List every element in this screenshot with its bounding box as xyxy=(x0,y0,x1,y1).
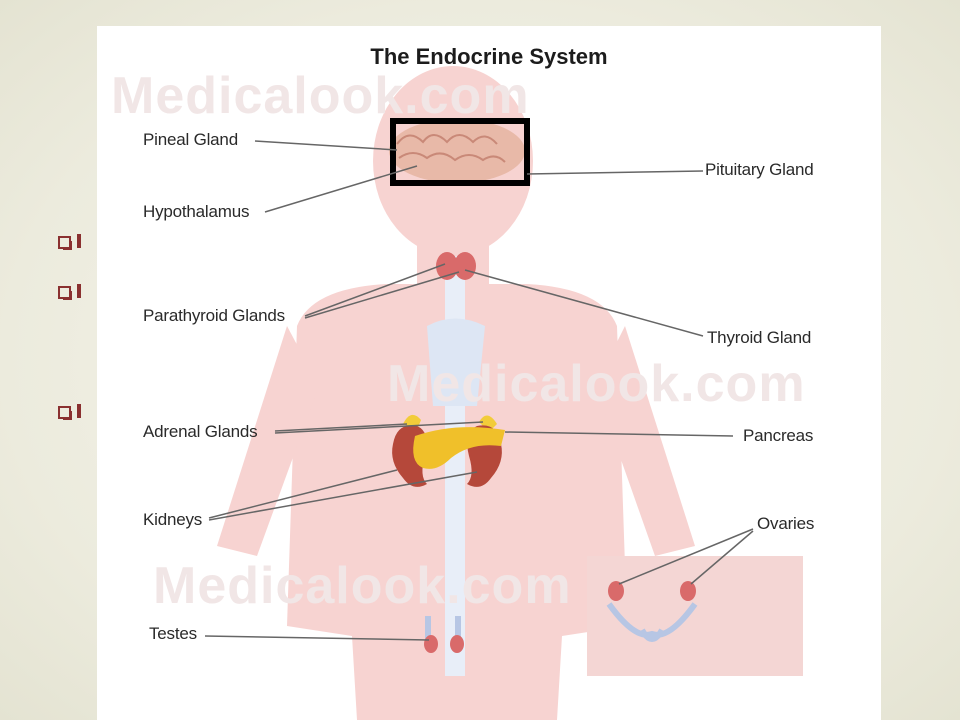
bullet-2 xyxy=(58,278,98,302)
label-thyroid-gland: Thyroid Gland xyxy=(707,328,812,347)
watermark-1: Medicalook.com xyxy=(111,67,530,125)
watermark-3: Medicalook.com xyxy=(153,557,572,615)
bullet-3 xyxy=(58,398,98,422)
label-parathyroid-glands: Parathyroid Glands xyxy=(143,306,285,325)
label-ovaries: Ovaries xyxy=(757,514,815,533)
leader-lines xyxy=(204,140,754,641)
label-pituitary-gland: Pituitary Gland xyxy=(705,160,814,179)
label-testes: Testes xyxy=(149,624,197,643)
brain-icon xyxy=(389,119,525,183)
watermark-2: Medicalook.com xyxy=(387,355,806,413)
diagram-title: The Endocrine System xyxy=(370,44,608,69)
label-pancreas: Pancreas xyxy=(743,426,814,445)
label-pineal-gland: Pineal Gland xyxy=(143,130,238,149)
highlight-box xyxy=(390,118,530,186)
label-kidneys: Kidneys xyxy=(143,510,203,529)
label-adrenal-glands: Adrenal Glands xyxy=(143,422,258,441)
ovaries-icon xyxy=(606,581,698,642)
body-illustration xyxy=(204,66,803,720)
bullet-1 xyxy=(58,228,98,252)
body-silhouette xyxy=(217,66,803,720)
heart-lungs xyxy=(427,318,485,406)
endocrine-diagram: Medicalook.com Medicalook.com Medicalook… xyxy=(97,26,881,720)
label-hypothalamus: Hypothalamus xyxy=(143,202,250,221)
pancreas-icon xyxy=(413,427,505,469)
thyroid-icon xyxy=(436,252,476,280)
